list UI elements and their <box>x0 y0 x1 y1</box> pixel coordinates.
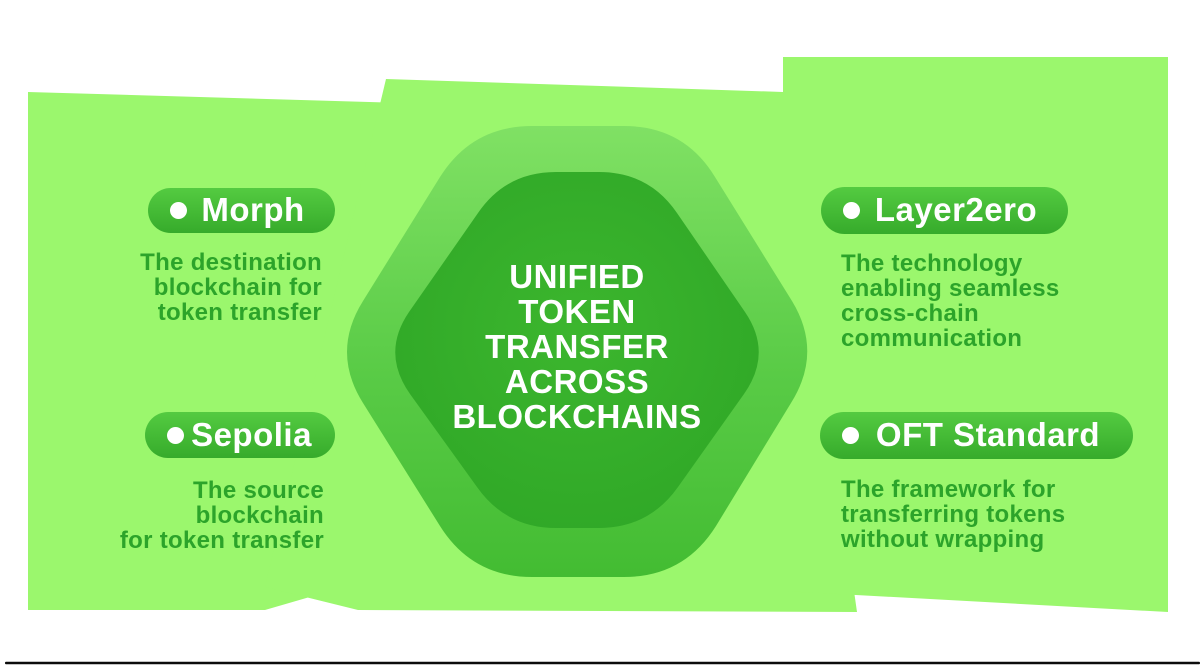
morph-description: The destination blockchain for token tra… <box>140 249 322 326</box>
bottom-border-line <box>5 661 1200 665</box>
layer2ero-description: The technology enabling seamless cross-c… <box>841 250 1060 352</box>
oft-standard-description: The framework for transferring tokens wi… <box>841 476 1066 553</box>
chip-oft-standard-label: OFT Standard <box>875 416 1101 453</box>
bullet-icon <box>167 426 184 444</box>
inner-hexagon <box>395 172 759 528</box>
bullet-icon <box>170 202 187 219</box>
bullet-icon <box>843 202 860 219</box>
center-title: UNIFIED TOKEN TRANSFER ACROSS BLOCKCHAIN… <box>452 258 702 435</box>
chip-morph: Morph <box>148 188 335 233</box>
chip-layer2ero: Layer2ero <box>821 187 1068 234</box>
chip-morph-label: Morph <box>201 191 305 228</box>
chip-sepolia: Sepolia <box>145 412 335 458</box>
sepolia-description: The source blockchain for token transfer <box>119 477 324 554</box>
bullet-icon <box>842 427 859 444</box>
chip-sepolia-label: Sepolia <box>191 415 312 453</box>
chip-layer2ero-label: Layer2ero <box>874 191 1038 228</box>
chip-oft-standard: OFT Standard <box>820 412 1133 459</box>
